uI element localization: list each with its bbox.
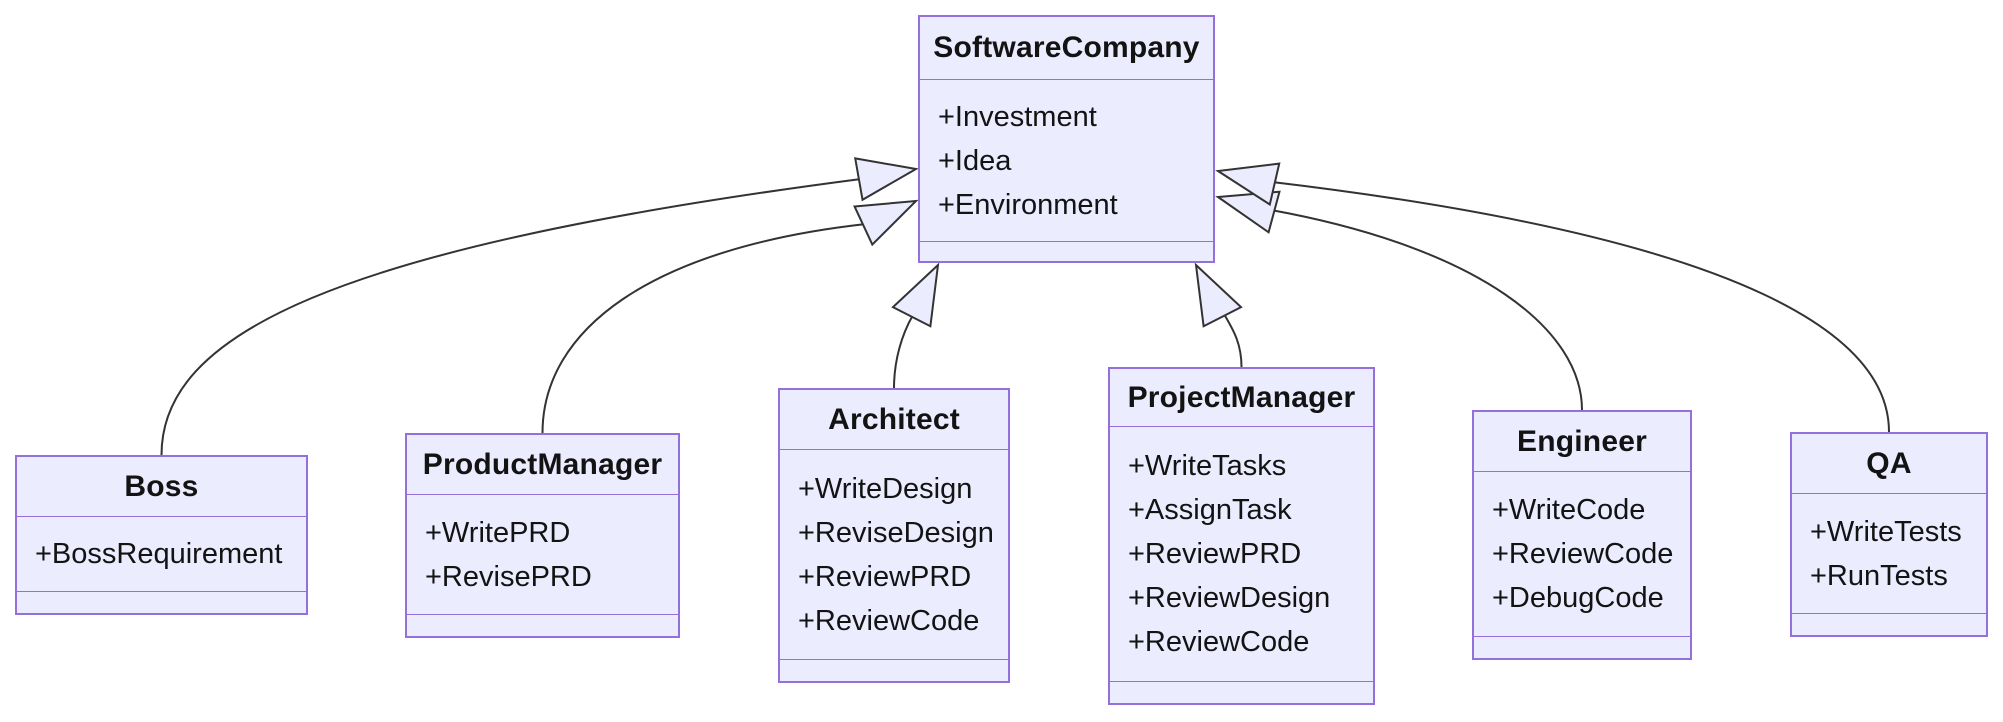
edge-productmanager-to-softwarecompany (541, 223, 867, 434)
class-member: +ReviseDesign (798, 516, 994, 549)
class-title: ProductManager (407, 435, 678, 495)
class-members: +WriteDesign +ReviseDesign +ReviewPRD +R… (780, 450, 1008, 659)
class-member: +RunTests (1810, 559, 1948, 592)
class-member: +WriteTasks (1128, 450, 1287, 482)
class-methods-empty (780, 659, 1008, 681)
class-title: QA (1792, 434, 1986, 494)
class-methods-empty (920, 241, 1213, 261)
class-title: Architect (780, 390, 1008, 450)
class-methods-empty (1792, 613, 1986, 635)
edge-projectmanager-to-softwarecompany (1223, 313, 1243, 368)
class-title: ProjectManager (1110, 369, 1373, 427)
class-member: +ReviewCode (1128, 626, 1310, 658)
inheritance-arrowhead-qa (1215, 162, 1281, 207)
inheritance-arrowhead-projectmanager (1194, 262, 1243, 328)
class-box-projectmanager: ProjectManager +WriteTasks +AssignTask +… (1108, 367, 1375, 705)
class-member: +ReviewCode (1492, 538, 1674, 570)
class-member: +WritePRD (425, 516, 571, 549)
class-members: +Investment +Idea +Environment (920, 80, 1213, 241)
class-member: +AssignTask (1128, 494, 1292, 526)
class-box-boss: Boss +BossRequirement (15, 455, 308, 615)
class-member: +ReviewDesign (1128, 582, 1331, 614)
edge-architect-to-softwarecompany (893, 314, 914, 389)
class-title: SoftwareCompany (920, 17, 1213, 80)
class-title: Boss (17, 457, 306, 517)
class-member: +ReviewPRD (798, 560, 972, 593)
class-member: +Investment (938, 100, 1097, 133)
class-box-productmanager: ProductManager +WritePRD +RevisePRD (405, 433, 680, 638)
class-members: +WriteTasks +AssignTask +ReviewPRD +Revi… (1110, 427, 1373, 681)
class-title: Engineer (1474, 412, 1690, 472)
class-members: +WriteTests +RunTests (1792, 494, 1986, 613)
class-methods-empty (1474, 636, 1690, 658)
class-member: +RevisePRD (425, 560, 592, 593)
class-member: +DebugCode (1492, 582, 1664, 614)
class-methods-empty (407, 614, 678, 636)
class-methods-empty (1110, 681, 1373, 703)
edge-qa-to-softwarecompany (1271, 181, 1890, 433)
class-member: +ReviewPRD (1128, 538, 1302, 570)
class-box-qa: QA +WriteTests +RunTests (1790, 432, 1988, 637)
class-member: +Environment (938, 188, 1118, 221)
class-member: +WriteTests (1810, 515, 1962, 548)
class-members: +WritePRD +RevisePRD (407, 495, 678, 614)
inheritance-arrowhead-architect (891, 262, 940, 328)
edge-boss-to-softwarecompany (160, 178, 862, 456)
class-methods-empty (17, 591, 306, 613)
inheritance-arrowhead-boss (854, 157, 919, 202)
class-box-softwarecompany: SoftwareCompany +Investment +Idea +Envir… (918, 15, 1215, 263)
class-member: +ReviewCode (798, 604, 980, 637)
class-members: +BossRequirement (17, 517, 306, 591)
class-member: +WriteCode (1492, 494, 1646, 526)
class-members: +WriteCode +ReviewCode +DebugCode (1474, 472, 1690, 636)
class-box-engineer: Engineer +WriteCode +ReviewCode +DebugCo… (1472, 410, 1692, 660)
edge-engineer-to-softwarecompany (1270, 209, 1583, 411)
class-member: +Idea (938, 144, 1012, 177)
inheritance-arrowhead-productmanager (853, 199, 919, 247)
class-member: +BossRequirement (35, 538, 283, 570)
class-member: +WriteDesign (798, 472, 973, 505)
class-box-architect: Architect +WriteDesign +ReviseDesign +Re… (778, 388, 1010, 683)
